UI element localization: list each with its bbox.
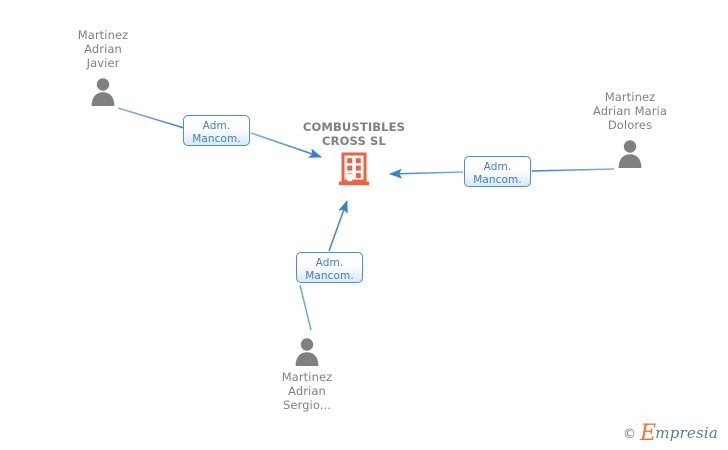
watermark: © Empresia	[623, 423, 718, 445]
edge-person-bottom-to-label	[299, 284, 312, 331]
company-name: COMBUSTIBLES CROSS SL	[302, 120, 406, 148]
brand-name: Empresia	[640, 423, 718, 445]
brand-rest: mpresia	[655, 424, 718, 442]
brand-initial: E	[640, 421, 657, 446]
person-node-right[interactable]: Martinez Adrian Maria Dolores	[555, 90, 705, 168]
person-label: Martinez Adrian Maria Dolores	[592, 90, 668, 132]
company-node[interactable]: COMBUSTIBLES CROSS SL	[274, 120, 434, 186]
edge-person-top-left-to-label	[117, 107, 185, 129]
building-icon	[339, 152, 369, 186]
copyright-icon: ©	[623, 427, 637, 442]
relation-label-top-left[interactable]: Adm. Mancom.	[183, 115, 250, 146]
person-node-bottom[interactable]: Martinez Adrian Sergio...	[232, 336, 382, 412]
person-label: Martinez Adrian Javier	[77, 28, 129, 70]
person-icon	[91, 78, 115, 106]
person-label: Martinez Adrian Sergio...	[281, 370, 333, 412]
person-icon	[618, 140, 642, 168]
relation-label-bottom[interactable]: Adm. Mancom.	[296, 252, 363, 283]
edge-label-to-company-bottom	[328, 200, 348, 252]
edge-person-right-to-label	[531, 168, 615, 172]
person-icon	[295, 338, 319, 366]
relation-label-right[interactable]: Adm. Mancom.	[464, 156, 531, 187]
person-node-top-left[interactable]: Martinez Adrian Javier	[28, 28, 178, 106]
